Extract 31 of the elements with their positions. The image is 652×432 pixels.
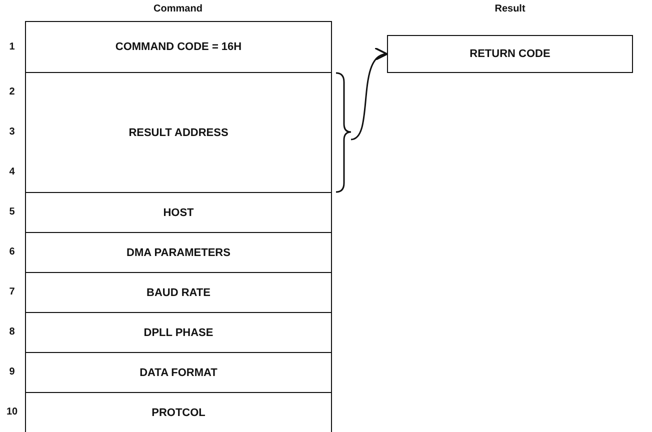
- register-field-box: [387, 35, 633, 73]
- register-field-box: [25, 192, 332, 233]
- row-number: 3: [9, 126, 15, 138]
- field-name: RETURN CODE: [470, 48, 550, 60]
- field-name: BAUD RATE: [146, 286, 210, 298]
- register-field-box: [25, 232, 332, 273]
- field-name: PROTCOL: [152, 406, 206, 418]
- field-name: HOST: [163, 206, 194, 218]
- field-name: DPLL PHASE: [144, 326, 214, 338]
- arrow: [350, 50, 388, 140]
- row-number: 4: [9, 166, 15, 178]
- register-field-box: [25, 392, 332, 432]
- register-field-box: [25, 72, 332, 193]
- column-heading: Command: [154, 4, 202, 14]
- row-number: 10: [6, 406, 18, 418]
- row-number: 2: [9, 86, 15, 98]
- register-field-box: [25, 352, 332, 393]
- row-number: 7: [9, 286, 15, 298]
- row-number: 9: [9, 366, 15, 378]
- register-field-box: [25, 21, 332, 73]
- column-heading: Result: [494, 4, 526, 14]
- row-number: 5: [9, 206, 15, 218]
- register-field-box: [25, 272, 332, 313]
- field-name: COMMAND CODE = 16H: [115, 41, 242, 53]
- field-name: DATA FORMAT: [140, 366, 218, 378]
- row-number: 6: [9, 246, 15, 258]
- row-number: 8: [9, 326, 15, 338]
- field-name: RESULT ADDRESS: [128, 126, 228, 138]
- field-name: DMA PARAMETERS: [126, 246, 230, 258]
- row-number: 1: [9, 42, 15, 52]
- register-field-box: [25, 312, 332, 353]
